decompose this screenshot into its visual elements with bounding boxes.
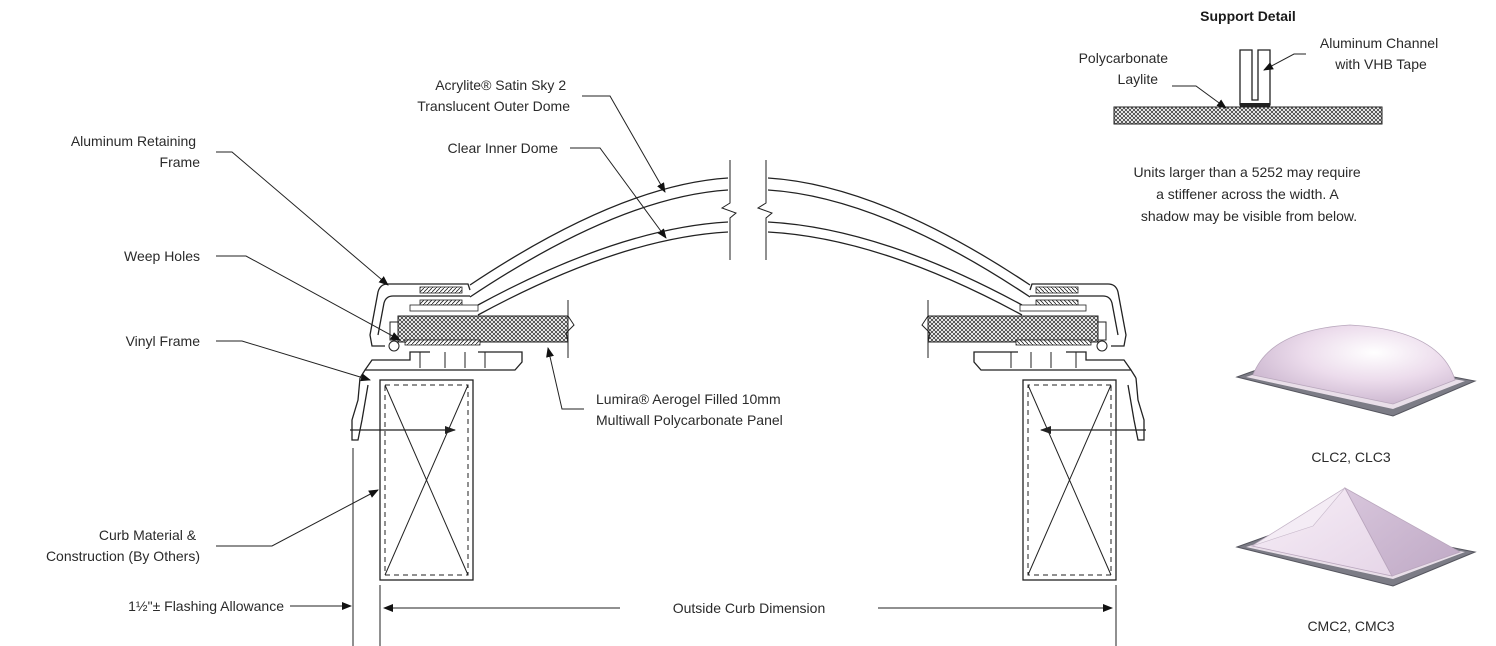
product-clc-dome: CLC2, CLC3	[1235, 324, 1477, 465]
curb-material-label: Curb Material & Construction (By Others)	[46, 527, 200, 564]
aluminum-retaining-frame-label: Aluminum Retaining Frame	[71, 133, 200, 170]
break-lines	[720, 160, 773, 260]
aerogel-panel-label: Lumira® Aerogel Filled 10mm Multiwall Po…	[596, 391, 785, 428]
left-curb-assembly	[350, 283, 575, 581]
product-cmc-pyramid: CMC2, CMC3	[1235, 486, 1477, 634]
support-detail-title: Support Detail	[1200, 8, 1296, 24]
inner-dome	[477, 221, 1023, 316]
outer-dome-label: Acrylite® Satin Sky 2 Translucent Outer …	[417, 77, 570, 114]
dimension-lines	[290, 448, 1117, 646]
support-detail-note: Units larger than a 5252 may require a s…	[1133, 164, 1364, 224]
flashing-allowance-label: 1½"± Flashing Allowance	[128, 598, 284, 614]
inner-dome-label: Clear Inner Dome	[448, 140, 559, 156]
product-caption-cmc: CMC2, CMC3	[1307, 618, 1394, 634]
outer-dome	[469, 177, 1031, 298]
polycarbonate-laylite-label: Polycarbonate Laylite	[1079, 50, 1172, 87]
leader-lines	[216, 95, 667, 547]
weep-holes-label: Weep Holes	[124, 248, 200, 264]
outside-curb-dimension-label: Outside Curb Dimension	[673, 600, 826, 616]
vinyl-frame-label: Vinyl Frame	[126, 333, 201, 349]
aluminum-channel-label: Aluminum Channel with VHB Tape	[1320, 35, 1442, 72]
product-caption-clc: CLC2, CLC3	[1311, 449, 1391, 465]
right-curb-assembly	[921, 283, 1146, 581]
aluminum-channel	[1239, 49, 1271, 106]
laylite-panel	[1113, 106, 1383, 125]
support-detail: Support Detail Polycarbonate Laylite Alu…	[1079, 8, 1442, 224]
